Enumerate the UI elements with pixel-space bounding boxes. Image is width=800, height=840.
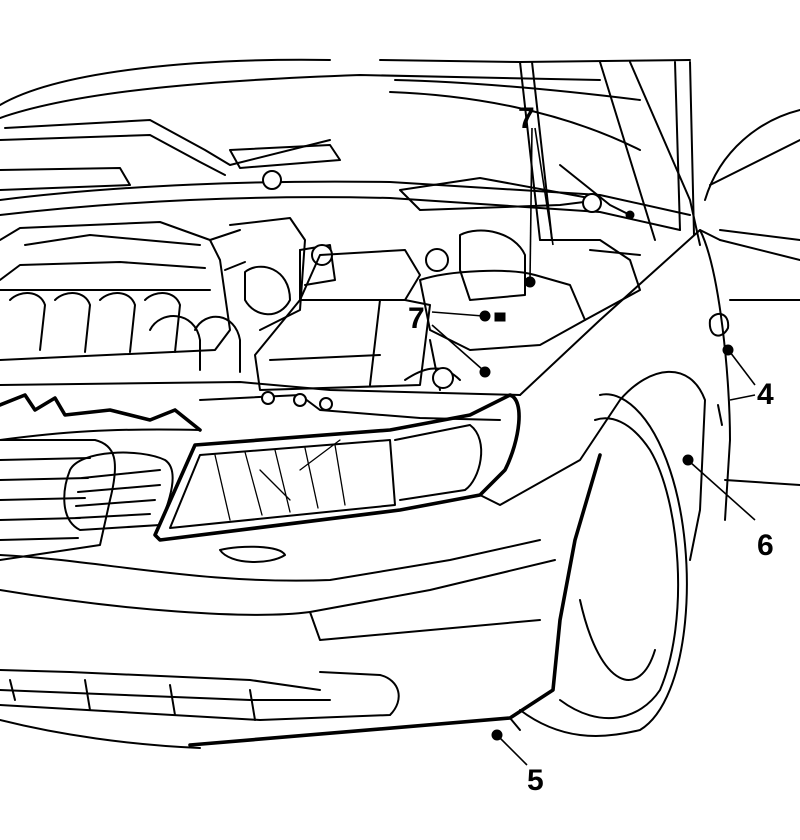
headlight bbox=[153, 393, 521, 563]
callout-4: 4 bbox=[757, 378, 774, 411]
fastener-icon bbox=[479, 210, 734, 741]
fender bbox=[479, 109, 800, 561]
reservoir-area bbox=[404, 229, 641, 391]
callout-labels: 7 7 4 6 5 bbox=[408, 102, 774, 797]
windscreen-cowl bbox=[0, 119, 691, 231]
grille bbox=[0, 439, 174, 561]
callout-6: 6 bbox=[757, 529, 774, 562]
leader-lines bbox=[431, 127, 756, 766]
engine bbox=[0, 217, 336, 373]
callout-5: 5 bbox=[527, 764, 544, 797]
callout-7-middle: 7 bbox=[408, 302, 425, 335]
hood bbox=[0, 58, 701, 246]
callout-7-top: 7 bbox=[518, 102, 535, 135]
front-wheel bbox=[519, 393, 688, 737]
battery-box bbox=[254, 249, 431, 391]
bumper bbox=[0, 453, 602, 749]
